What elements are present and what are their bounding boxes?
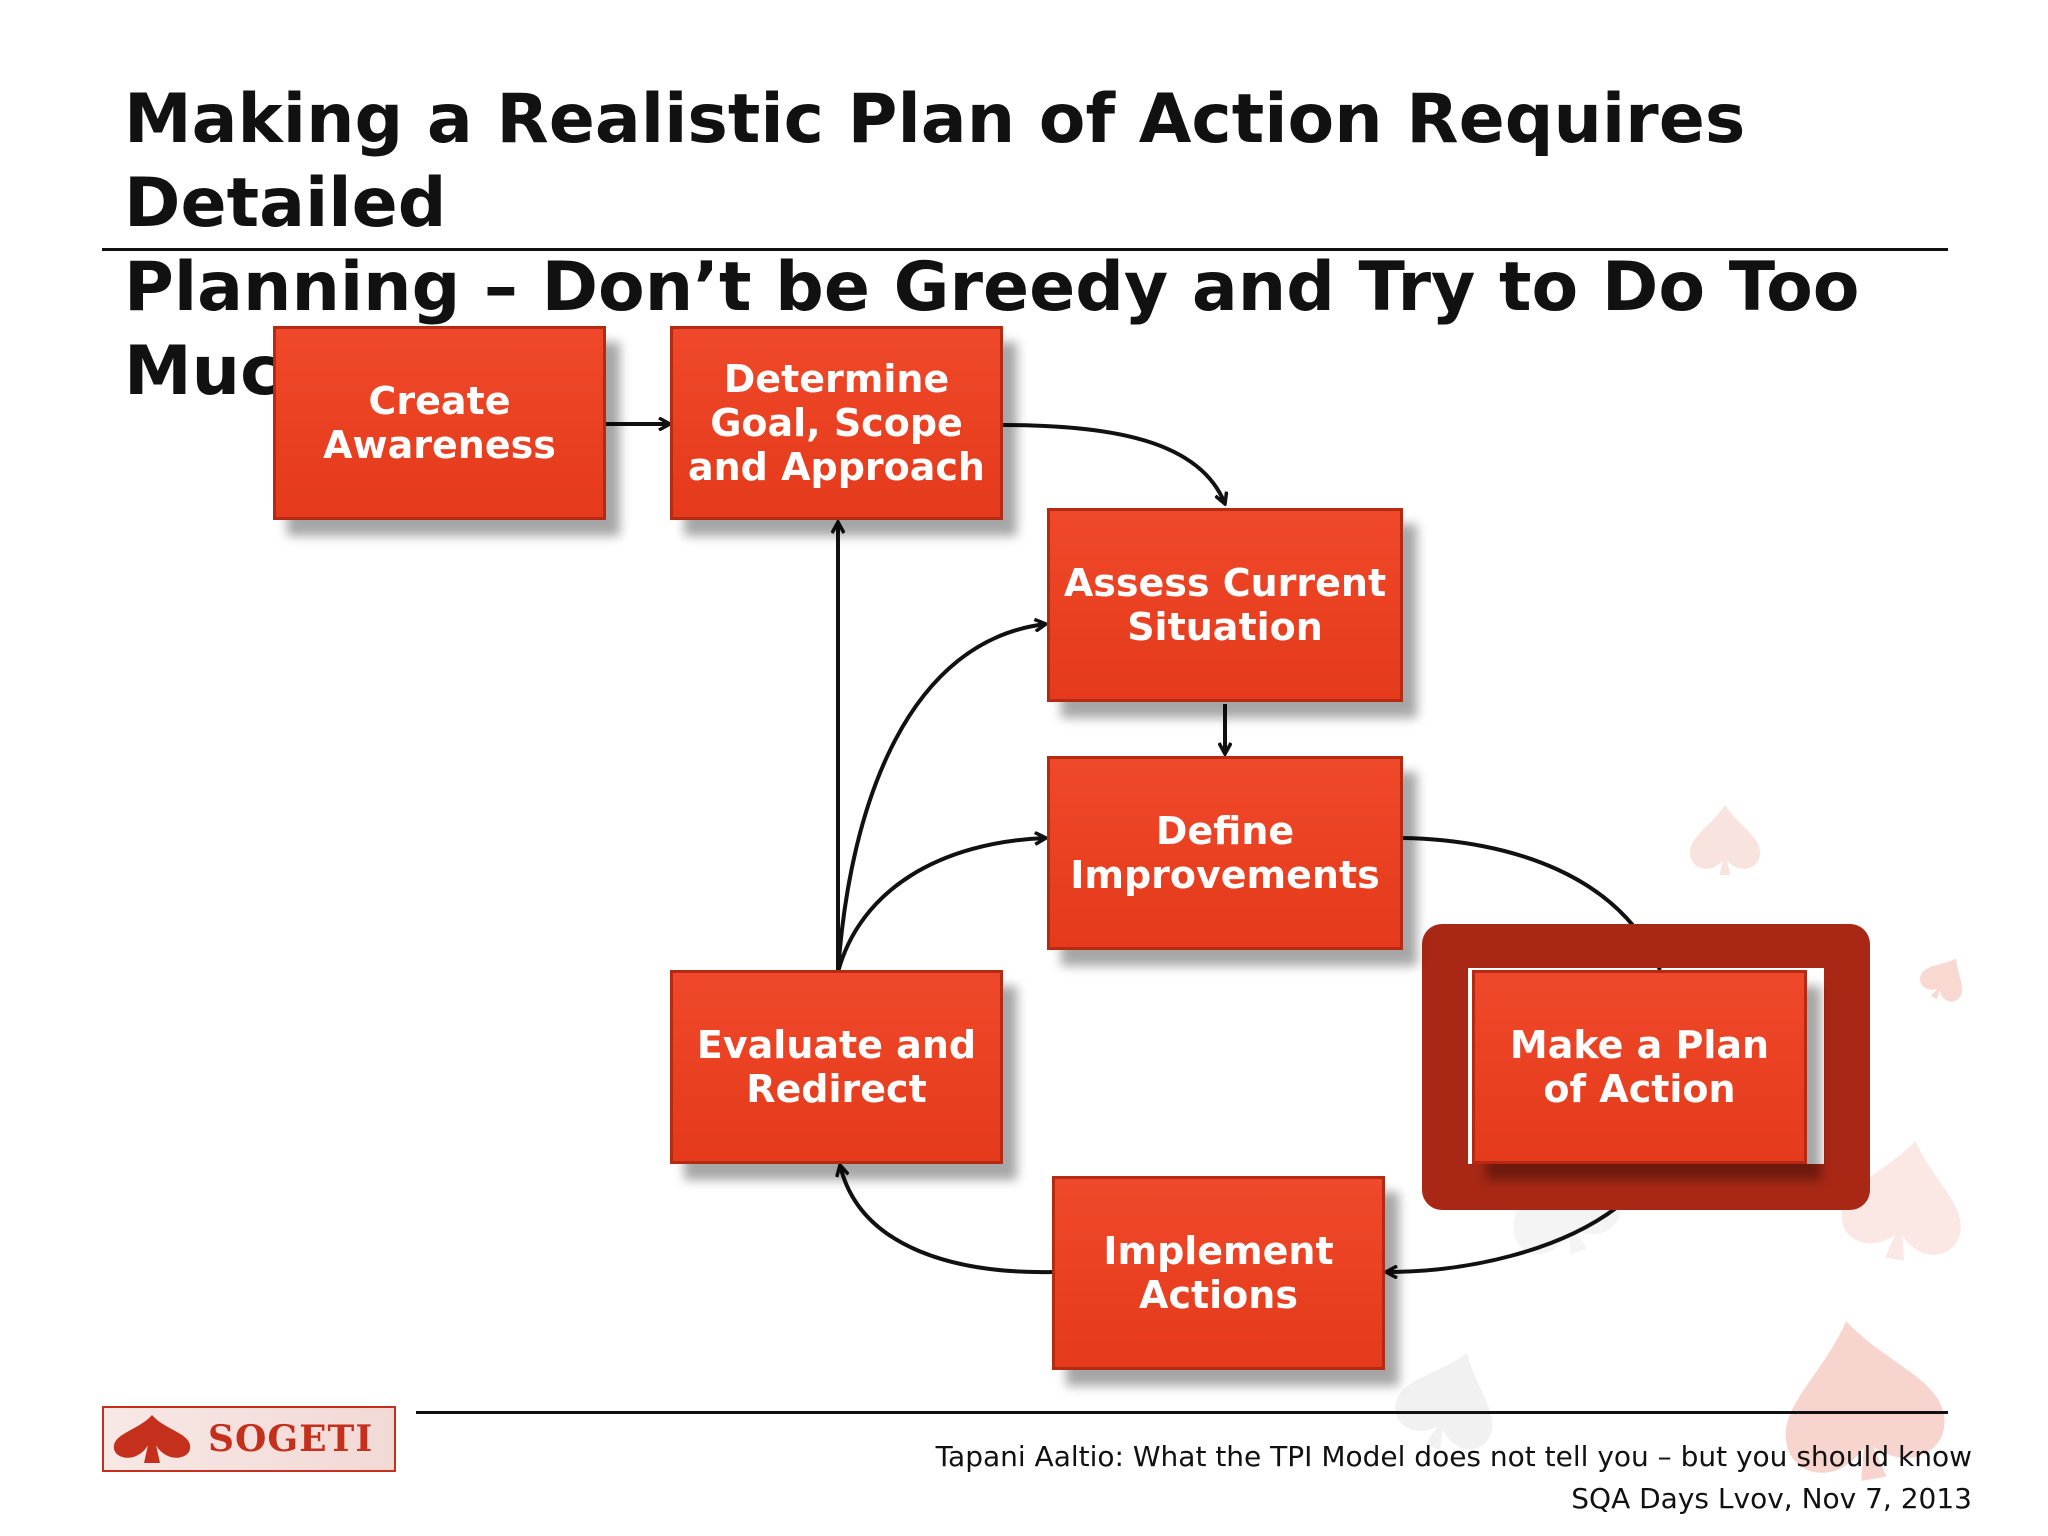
step-label-line: Actions xyxy=(1139,1273,1298,1317)
plan-highlight-frame xyxy=(1422,924,1870,1210)
step-make-plan-of-action: Make a Plan of Action xyxy=(1472,970,1807,1164)
step-implement-actions: Implement Actions xyxy=(1052,1176,1385,1370)
step-label-line: Situation xyxy=(1127,605,1323,649)
step-label-line: Goal, Scope xyxy=(710,401,963,445)
arrow-evaluate-to-assess xyxy=(836,624,1046,973)
spade-logo-icon xyxy=(113,1415,191,1463)
arrow-determine-to-assess xyxy=(1002,423,1225,504)
step-label-line: Assess Current xyxy=(1063,561,1387,605)
step-label-line: Implement xyxy=(1103,1229,1334,1273)
arrow-evaluate-to-define xyxy=(836,838,1046,973)
step-label-line: Improvements xyxy=(1070,853,1380,897)
step-label-line: Create xyxy=(368,379,511,423)
step-create-awareness: Create Awareness xyxy=(273,326,606,520)
step-label-line: Evaluate and xyxy=(696,1023,977,1067)
arrow-implement-to-evaluate xyxy=(840,1165,1055,1275)
step-evaluate-and-redirect: Evaluate and Redirect xyxy=(670,970,1003,1164)
step-label-line: of Action xyxy=(1543,1067,1736,1111)
step-label-line: and Approach xyxy=(687,445,985,489)
step-determine-goal: Determine Goal, Scope and Approach xyxy=(670,326,1003,520)
footer-presentation-title: Tapani Aaltio: What the TPI Model does n… xyxy=(935,1440,1972,1473)
step-assess-current-situation: Assess Current Situation xyxy=(1047,508,1403,702)
footer-divider xyxy=(416,1411,1948,1414)
arrow-plan-to-implement xyxy=(1386,1206,1618,1272)
title-line-1: Making a Realistic Plan of Action Requir… xyxy=(124,80,1746,243)
step-define-improvements: Define Improvements xyxy=(1047,756,1403,950)
title-divider xyxy=(102,248,1948,251)
footer-event-date: SQA Days Lvov, Nov 7, 2013 xyxy=(1571,1482,1972,1515)
sogeti-logo: SOGETI xyxy=(102,1406,396,1472)
logo-text: SOGETI xyxy=(208,1418,374,1460)
step-label-line: Redirect xyxy=(746,1067,927,1111)
step-label-line: Awareness xyxy=(323,423,556,467)
step-label-line: Make a Plan xyxy=(1509,1023,1770,1067)
step-label-line: Determine xyxy=(723,357,950,401)
step-label-line: Define xyxy=(1155,809,1295,853)
